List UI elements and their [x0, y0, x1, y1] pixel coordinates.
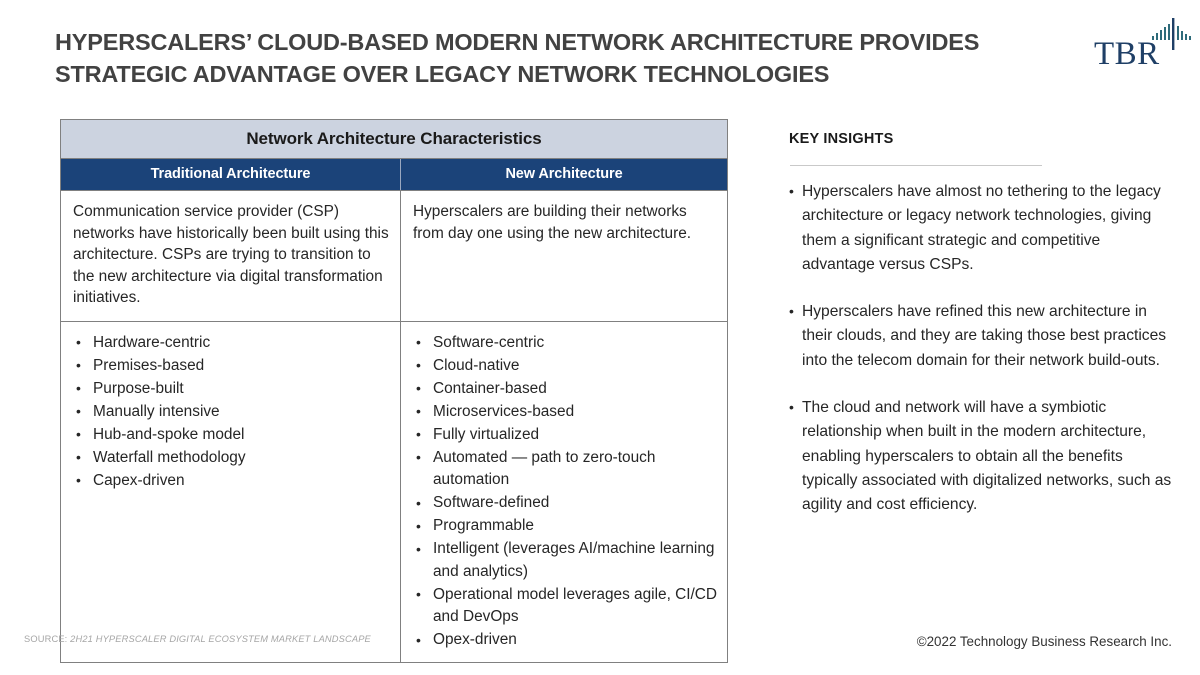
list-item: Hardware-centric	[73, 331, 390, 355]
waveform-icon	[1152, 18, 1191, 50]
list-item: Microservices-based	[413, 400, 717, 424]
cell-traditional-bullets: Hardware-centricPremises-basedPurpose-bu…	[61, 321, 401, 662]
architecture-comparison-table: Network Architecture Characteristics Tra…	[60, 119, 728, 663]
list-item: Hyperscalers have almost no tethering to…	[789, 179, 1174, 277]
table-row-characteristics: Hardware-centricPremises-basedPurpose-bu…	[61, 320, 727, 663]
key-insights-heading: KEY INSIGHTS	[789, 131, 894, 147]
table-row-description: Communication service provider (CSP) net…	[61, 190, 727, 321]
tbr-logo: TBR	[1094, 16, 1194, 74]
cell-new-description: Hyperscalers are building their networks…	[401, 191, 727, 321]
list-item: Container-based	[413, 377, 717, 401]
list-item: Purpose-built	[73, 377, 390, 401]
list-item: Software-centric	[413, 331, 717, 355]
list-item: Waterfall methodology	[73, 446, 390, 470]
list-item: Premises-based	[73, 354, 390, 378]
source-text: 2H21 HYPERSCALER DIGITAL ECOSYSTEM MARKE…	[70, 634, 371, 644]
logo-wordmark: TBR	[1094, 36, 1160, 72]
list-item: Opex-driven	[413, 629, 717, 652]
traditional-description-text: Communication service provider (CSP) net…	[73, 203, 389, 306]
page-title: Hyperscalers’ cloud-based modern network…	[55, 29, 980, 87]
source-note: SOURCE: 2H21 HYPERSCALER DIGITAL ECOSYST…	[24, 634, 371, 644]
list-item: Software-defined	[413, 492, 717, 515]
list-item: The cloud and network will have a symbio…	[789, 395, 1174, 517]
copyright-note: ©2022 Technology Business Research Inc.	[916, 634, 1172, 649]
column-header-traditional: Traditional Architecture	[61, 159, 401, 190]
list-item: Capex-driven	[73, 469, 390, 493]
source-label: SOURCE:	[24, 634, 68, 644]
column-header-new: New Architecture	[505, 166, 623, 182]
list-item: Fully virtualized	[413, 423, 717, 447]
key-insights-divider	[790, 165, 1042, 166]
table-header-row: Traditional Architecture New Architectur…	[61, 159, 727, 190]
traditional-bullet-list: Hardware-centricPremises-basedPurpose-bu…	[61, 322, 400, 503]
list-item: Automated — path to zero-touch automatio…	[413, 446, 717, 492]
list-item: Cloud-native	[413, 354, 717, 378]
key-insights-list: Hyperscalers have almost no tethering to…	[789, 179, 1174, 518]
list-item: Operational model leverages agile, CI/CD…	[413, 583, 717, 629]
key-insights-panel: KEY INSIGHTS Hyperscalers have almost no…	[789, 131, 1174, 518]
list-item: Intelligent (leverages AI/machine learni…	[413, 538, 717, 583]
cell-new-bullets: Software-centricCloud-nativeContainer-ba…	[401, 322, 727, 663]
new-bullet-list: Software-centricCloud-nativeContainer-ba…	[401, 322, 727, 663]
cell-traditional-description: Communication service provider (CSP) net…	[61, 191, 401, 321]
table-title: Network Architecture Characteristics	[61, 120, 727, 159]
new-description-text: Hyperscalers are building their networks…	[413, 203, 692, 242]
list-item: Programmable	[413, 515, 717, 538]
list-item: Hub-and-spoke model	[73, 423, 390, 447]
list-item: Manually intensive	[73, 400, 390, 424]
list-item: Hyperscalers have refined this new archi…	[789, 299, 1174, 373]
